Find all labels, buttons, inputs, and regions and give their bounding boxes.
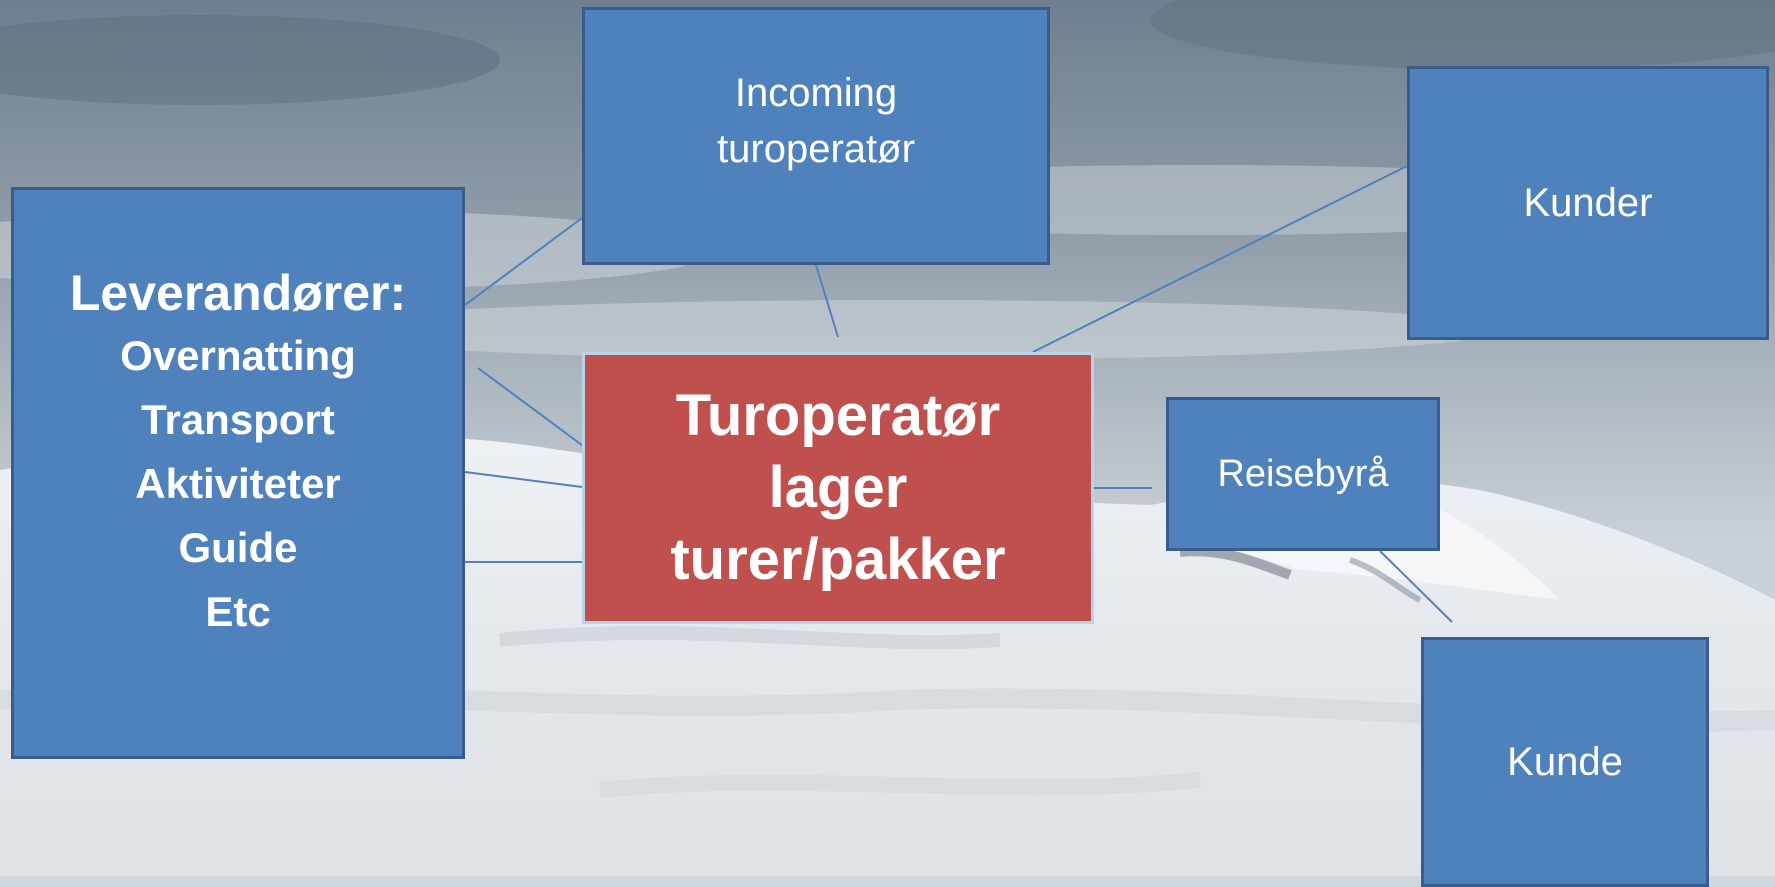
suppliers-box: Leverandører: Overnatting Transport Akti… [11,187,465,759]
suppliers-heading: Leverandører: [69,265,407,321]
connector-incoming-center [815,264,839,338]
connector-suppliers-incoming [464,217,583,306]
incoming-operator-line-2: turoperatør [717,127,915,171]
tour-operator-box: Turoperatør lager turer/pakker [582,352,1094,624]
supplier-item-transport: Transport [141,396,335,443]
supplier-item-overnatting: Overnatting [120,332,356,379]
supplier-item-etc: Etc [205,588,271,635]
incoming-operator-line-1: Incoming [734,71,898,115]
connector-suppliers-center-1 [477,367,599,458]
tour-operator-line-3: turer/pakker [670,527,1006,592]
incoming-operator-box: Incoming turoperatør [582,7,1050,265]
customers-box: Kunder [1407,66,1769,340]
customers-label: Kunder [1523,180,1653,225]
tour-operator-line-2: lager [768,455,908,520]
travel-agency-box: Reisebyrå [1166,397,1440,551]
supplier-item-guide: Guide [178,524,298,571]
customer-box: Kunde [1421,637,1709,887]
connector-agency-customer [1379,550,1453,623]
supplier-item-aktiviteter: Aktiviteter [135,460,341,507]
connector-center-customers [1032,165,1408,353]
connector-suppliers-center-2 [464,471,583,488]
tour-operator-line-1: Turoperatør [675,383,1001,448]
customer-label: Kunde [1507,739,1623,784]
travel-agency-label: Reisebyrå [1217,452,1389,495]
